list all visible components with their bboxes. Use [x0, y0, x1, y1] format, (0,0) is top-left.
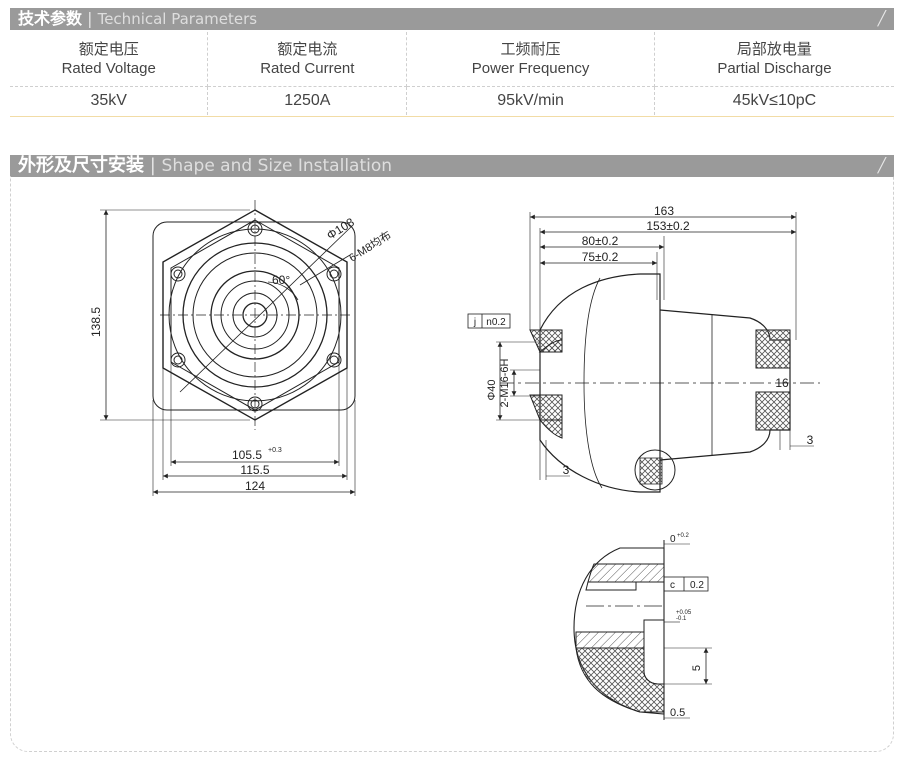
height-dim-label: 138.5 [89, 307, 103, 337]
dim-80-label: 80±0.2 [582, 234, 619, 248]
dim-3-left-label: 3 [563, 463, 570, 477]
dim-3-right-label: 3 [807, 433, 814, 447]
dim-16-label: 16 [775, 376, 789, 390]
title-separator: | [87, 9, 93, 28]
dia-40-label: Φ40 [486, 379, 498, 400]
thread-label: 2-M16-6H [499, 358, 511, 407]
section-divider [10, 116, 894, 117]
dim-flange-label: 153±0.2 [646, 219, 690, 233]
detail-tol-value: 0.2 [690, 580, 704, 591]
corner-slash-icon: ╱ [877, 11, 886, 27]
corner-slash-icon: ╱ [877, 158, 886, 174]
dim-total-label: 163 [654, 204, 674, 218]
tol-top-sup: +0.2 [677, 533, 690, 539]
param-value-cell: 95kV/min [406, 86, 655, 115]
tol-mid-low: -0.1 [676, 616, 687, 622]
detail-view [573, 540, 712, 720]
tol-value: n0.2 [486, 317, 506, 328]
shape-size-header: 外形及尺寸安装 | Shape and Size Installation ╱ [10, 155, 894, 177]
tol-symbol: j [473, 317, 476, 328]
dim-middle-label: 115.5 [240, 463, 269, 477]
drawing-area [10, 176, 894, 752]
side-view-labels: 163 153±0.2 80±0.2 75±0.2 j n0.2 Φ40 2-M… [473, 204, 814, 477]
parameters-value-row: 35kV 1250A 95kV/min 45kV≤10pC [10, 86, 894, 115]
holes-note-label: 6-M8均布 [347, 229, 394, 265]
dim-5-label: 5 [691, 665, 703, 671]
section-title-zh: 外形及尺寸安装 [18, 155, 144, 176]
param-value-cell: 35kV [10, 86, 209, 115]
tol-top-label: 0 [670, 534, 676, 545]
side-view [467, 212, 820, 493]
tol-mid-label: +0.05 [676, 610, 692, 616]
dim-05-label: 0.5 [670, 707, 685, 719]
bolt-holes [170, 221, 342, 412]
section-title-en: Technical Parameters [97, 10, 258, 28]
cone-body [659, 309, 791, 461]
dim-inner-tol: +0.3 [268, 447, 282, 454]
angle-label: 60° [272, 273, 290, 287]
front-view-labels: 138.5 Φ108 6-M8均布 60° 105.5 +0.3 115.5 1… [89, 215, 394, 493]
detail-tol-symbol: c [670, 580, 675, 591]
param-value-cell: 1250A [207, 86, 408, 115]
diameter-label: Φ108 [324, 215, 357, 243]
section-title-en: Shape and Size Installation [161, 156, 393, 176]
title-separator: | [149, 155, 156, 176]
dim-outer-label: 124 [245, 479, 265, 493]
detail-view-labels: 0 +0.2 c 0.2 +0.05 -0.1 5 0.5 [670, 533, 704, 719]
param-value-cell: 45kV≤10pC [732, 92, 817, 109]
front-view [100, 200, 356, 496]
technical-parameters-header: 技术参数 | Technical Parameters ╱ [10, 8, 894, 30]
dim-inner-label: 105.5 [232, 448, 262, 462]
dim-75-label: 75±0.2 [582, 250, 619, 264]
section-title-zh: 技术参数 [18, 9, 83, 28]
